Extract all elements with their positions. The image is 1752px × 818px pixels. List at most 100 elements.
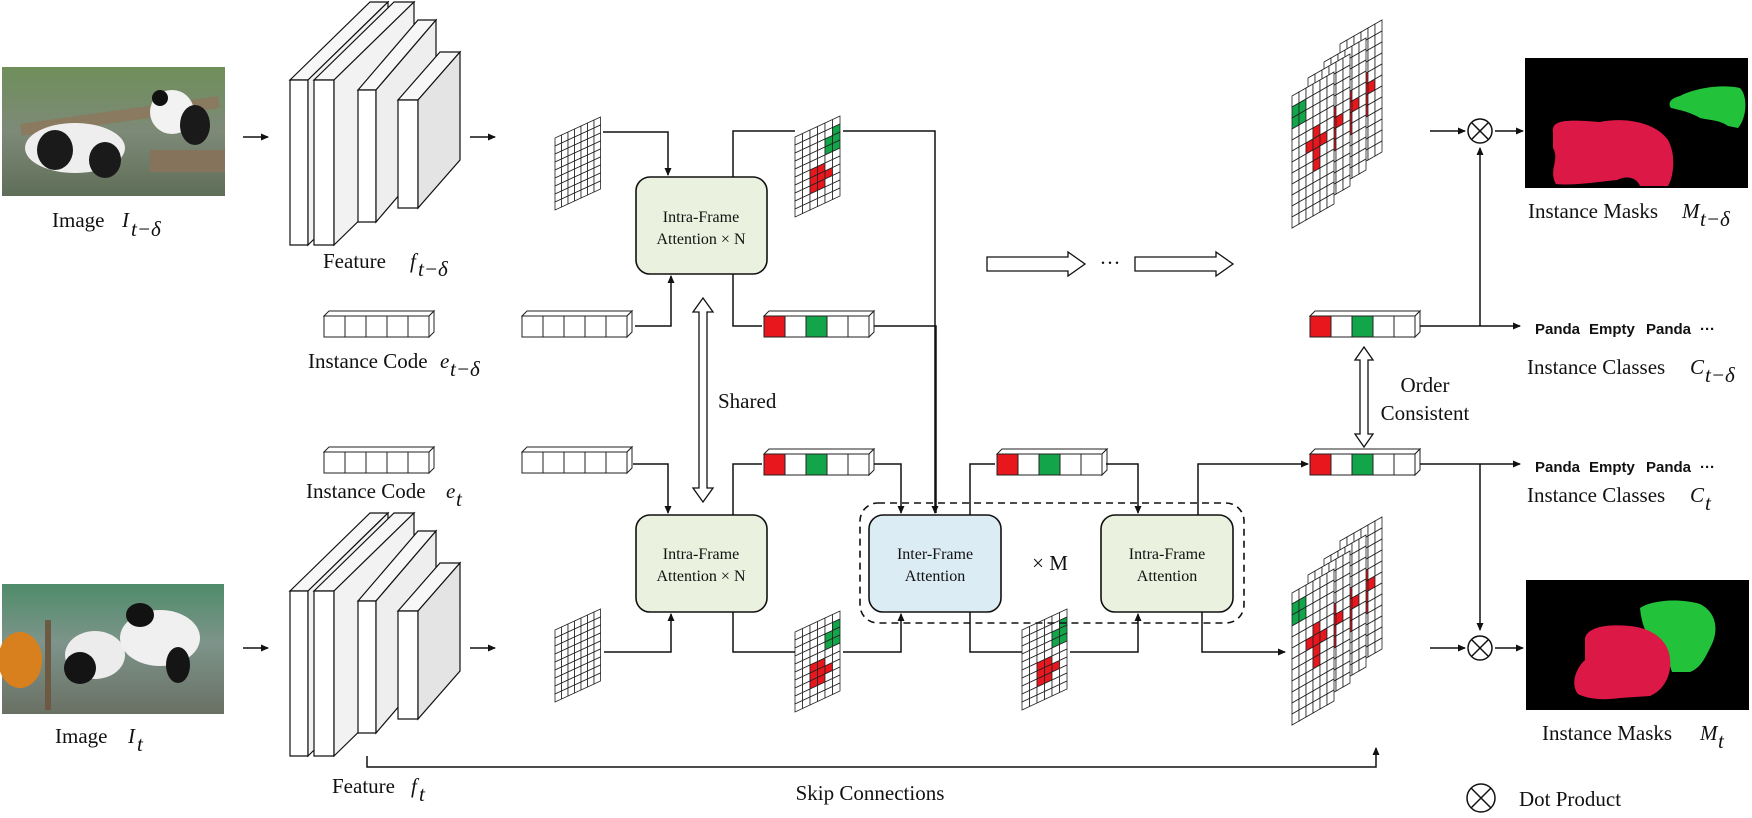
feature-cur-symbol: f: [411, 774, 420, 798]
svg-text:Instance Masks: Instance Masks: [1542, 721, 1672, 745]
stack-current-layer: [1291, 568, 1335, 726]
classes-row-current: Panda Empty Panda ···: [1535, 459, 1715, 476]
svg-text:Image: Image: [52, 208, 104, 232]
classes-cur-symbol: C: [1690, 483, 1705, 507]
inter-frame-attention: Inter-Frame Attention: [868, 514, 1002, 613]
masks-prev-subscript: t−δ: [1700, 207, 1731, 231]
feature-stack-prev: [288, 0, 462, 247]
caption-code-prev: Instance Code e t−δ: [308, 349, 481, 381]
order-double-arrow-icon: [1353, 345, 1375, 449]
image-cur-symbol: I: [127, 724, 136, 748]
intra-bottom-line1: Intra-Frame: [663, 546, 739, 563]
intra-right-line2: Attention: [1137, 568, 1197, 585]
caption-image-current: Image I t: [55, 724, 144, 756]
caption-masks-prev: Instance Masks M t−δ: [1528, 199, 1731, 231]
shared-double-arrow-icon: [691, 296, 715, 504]
svg-text:Feature: Feature: [323, 249, 386, 273]
code-bar-prev-out: [762, 309, 876, 339]
class-token-3: Panda: [1646, 459, 1692, 476]
caption-image-prev: Image I t−δ: [52, 208, 162, 241]
feature-prev-symbol: f: [410, 249, 419, 273]
grid-output-current: [794, 610, 841, 713]
dot-product-legend-label: Dot Product: [1519, 787, 1621, 811]
instance-mask-prev: [1525, 58, 1748, 188]
class-token-3: Panda: [1646, 321, 1692, 338]
svg-text:Image: Image: [55, 724, 107, 748]
caption-code-current: Instance Code e t: [306, 479, 463, 511]
input-image-prev: [2, 67, 225, 196]
time-ellipsis: ···: [1100, 251, 1121, 275]
stack-prev-layer: [1291, 71, 1335, 229]
caption-feature-prev: Feature f t−δ: [323, 249, 449, 281]
image-prev-symbol: I: [121, 208, 130, 232]
code-prev-symbol: e: [440, 349, 449, 373]
classes-row-prev: Panda Empty Panda ···: [1535, 321, 1715, 338]
order-label-line2: Consistent: [1381, 401, 1470, 425]
caption-feature-current: Feature f t: [332, 774, 426, 806]
code-cur-subscript: t: [456, 487, 463, 511]
feature-grids: [554, 19, 1383, 726]
dot-product-icon: [1467, 118, 1493, 144]
class-token-4: ···: [1700, 321, 1715, 338]
svg-text:Instance Code: Instance Code: [308, 349, 428, 373]
svg-text:Instance Masks: Instance Masks: [1528, 199, 1658, 223]
classes-prev-symbol: C: [1690, 355, 1705, 379]
masks-prev-symbol: M: [1681, 199, 1701, 223]
code-bar-prev-input: [322, 309, 436, 339]
instance-mask-current: [1526, 580, 1749, 710]
image-cur-subscript: t: [137, 732, 144, 756]
class-token-4: ···: [1700, 459, 1715, 476]
feature-cur-subscript: t: [419, 782, 426, 806]
masks-cur-subscript: t: [1718, 729, 1725, 753]
masks-cur-symbol: M: [1699, 721, 1719, 745]
caption-masks-current: Instance Masks M t: [1542, 721, 1725, 753]
intra-bottom-line2: Attention × N: [656, 568, 745, 585]
code-cur-symbol: e: [446, 479, 455, 503]
feature-prev-subscript: t−δ: [418, 257, 449, 281]
intra-top-line2: Attention × N: [656, 231, 745, 248]
class-token-1: Panda: [1535, 321, 1581, 338]
class-token-1: Panda: [1535, 459, 1581, 476]
intra-frame-attention-bottom: Intra-Frame Attention × N: [635, 514, 768, 613]
skip-connections-label: Skip Connections: [796, 781, 945, 805]
inter-line1: Inter-Frame: [897, 546, 973, 563]
code-bar-prev-expanded: [520, 309, 634, 339]
dot-product-legend-icon: [1466, 783, 1496, 813]
connector-lines: [366, 127, 1524, 768]
code-bars: [322, 309, 1422, 477]
inter-frame-attention-group: [859, 502, 1245, 624]
feature-stack-current: [288, 511, 462, 758]
inter-line2: Attention: [905, 568, 965, 585]
caption-classes-current: Instance Classes C t: [1527, 483, 1712, 515]
caption-classes-prev: Instance Classes C t−δ: [1527, 355, 1736, 387]
intra-right-line1: Intra-Frame: [1129, 546, 1205, 563]
code-bar-final-cur: [1308, 447, 1422, 477]
stack-prev: [1291, 19, 1383, 229]
svg-text:Instance Code: Instance Code: [306, 479, 426, 503]
stack-current: [1291, 516, 1383, 726]
code-bar-cur-input: [322, 445, 436, 475]
svg-text:Instance Classes: Instance Classes: [1527, 483, 1665, 507]
code-bar-final-prev: [1308, 309, 1422, 339]
svg-text:Feature: Feature: [332, 774, 395, 798]
code-bar-mid: [995, 447, 1109, 477]
order-label-line1: Order: [1401, 373, 1450, 397]
intra-frame-attention-top: Intra-Frame Attention × N: [635, 176, 768, 275]
arrows-backbone: [243, 133, 496, 652]
classes-prev-subscript: t−δ: [1705, 363, 1736, 387]
classes-cur-subscript: t: [1705, 491, 1712, 515]
class-token-2: Empty: [1589, 459, 1636, 476]
grid-output-mid: [1021, 608, 1068, 711]
image-prev-subscript: t−δ: [131, 217, 162, 241]
class-token-2: Empty: [1589, 321, 1636, 338]
intra-top-line1: Intra-Frame: [663, 209, 739, 226]
input-image-current: [0, 584, 224, 714]
code-prev-subscript: t−δ: [450, 357, 481, 381]
intra-frame-attention-right: Intra-Frame Attention: [1100, 514, 1234, 613]
grid-input-current: [554, 608, 601, 703]
svg-text:Instance Classes: Instance Classes: [1527, 355, 1665, 379]
grid-input-prev: [554, 116, 601, 211]
grid-output-prev: [794, 115, 841, 218]
code-bar-cur-out: [762, 447, 876, 477]
